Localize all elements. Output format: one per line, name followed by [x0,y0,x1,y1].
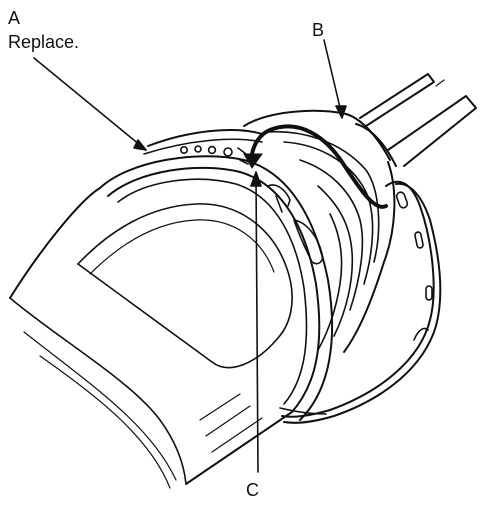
boot [243,109,397,353]
callout-a-note: Replace. [8,32,79,52]
callout-b-letter: B [312,20,324,40]
leader-c [255,175,259,473]
band-clamp [281,180,442,424]
axle-shaft [359,73,477,167]
leader-a [33,57,147,151]
callout-c-letter: C [246,480,259,500]
cylinder-body [9,187,293,489]
callout-a-letter: A [8,8,20,28]
leader-b [323,39,343,117]
leader-lines [33,39,347,473]
direction-arrow [243,124,388,209]
joint-housing [99,129,334,421]
